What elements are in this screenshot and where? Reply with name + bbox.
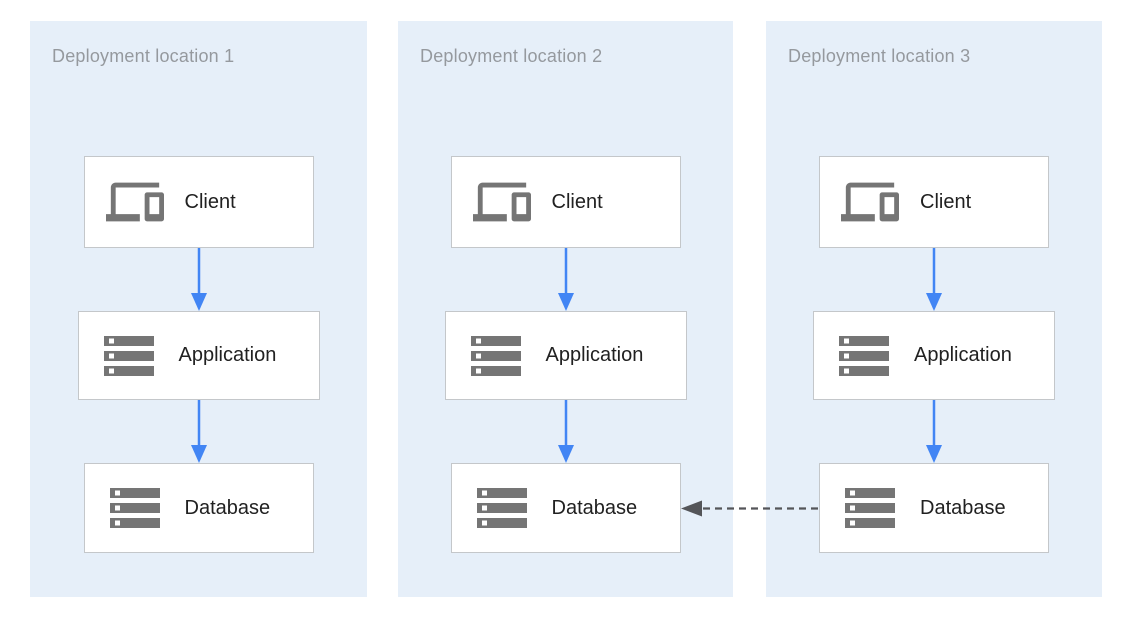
- arrow-client-to-application: [557, 248, 574, 311]
- arrow-database3-to-database2: [681, 500, 818, 517]
- client-node: Client: [450, 156, 681, 248]
- node-label: Application: [914, 344, 1012, 366]
- node-label: Client: [184, 190, 236, 213]
- storage-icon: [103, 478, 167, 538]
- deployment-zone-1: Deployment location 1 Client Application: [30, 21, 367, 597]
- application-node: Application: [77, 311, 320, 400]
- database-node: Database: [819, 463, 1049, 553]
- application-node: Application: [813, 311, 1055, 400]
- node-label: Client: [920, 190, 972, 213]
- application-node: Application: [444, 311, 687, 400]
- client-node: Client: [819, 156, 1049, 248]
- zone-title: Deployment location 3: [788, 46, 971, 66]
- node-label: Database: [184, 496, 271, 519]
- arrow-client-to-application: [926, 248, 942, 311]
- node-label: Database: [551, 496, 638, 519]
- database-node: Database: [83, 463, 314, 553]
- node-label: Database: [920, 496, 1006, 519]
- devices-icon: [838, 173, 902, 231]
- storage-icon: [832, 326, 896, 386]
- database-node: Database: [450, 463, 681, 553]
- storage-icon: [838, 478, 902, 538]
- devices-icon: [103, 173, 167, 231]
- storage-icon: [470, 478, 534, 538]
- storage-icon: [97, 326, 161, 386]
- devices-icon: [470, 173, 534, 231]
- zone-title: Deployment location 1: [52, 46, 235, 66]
- node-label: Client: [551, 190, 603, 213]
- deployment-zone-3: Deployment location 3 Client Application: [766, 21, 1102, 597]
- storage-icon: [464, 326, 528, 386]
- zone-title: Deployment location 2: [420, 46, 603, 66]
- arrow-client-to-application: [190, 248, 207, 311]
- node-label: Application: [178, 344, 277, 366]
- deployment-zone-2: Deployment location 2 Client Application: [398, 21, 733, 597]
- node-label: Application: [545, 344, 644, 366]
- client-node: Client: [83, 156, 314, 248]
- arrow-application-to-database: [190, 400, 207, 463]
- arrow-application-to-database: [557, 400, 574, 463]
- arrow-application-to-database: [926, 400, 942, 463]
